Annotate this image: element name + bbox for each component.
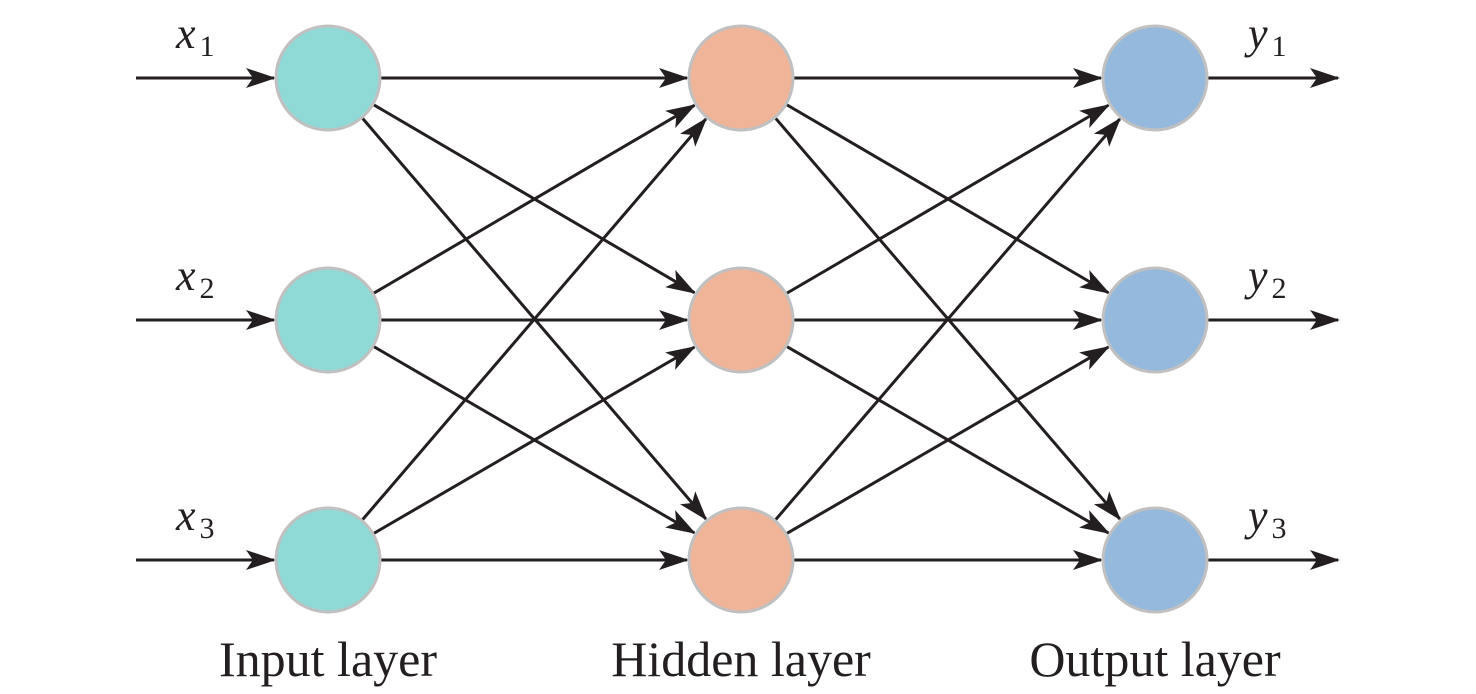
edge-hidden3-output1	[773, 117, 1122, 522]
edge-hidden2-output1	[785, 103, 1111, 296]
hidden-node-1	[687, 24, 795, 132]
connections	[136, 68, 1340, 570]
output-node-3	[1101, 506, 1209, 614]
output-node-2	[1101, 266, 1209, 374]
output-node-1	[1101, 24, 1209, 132]
edge-input3-hidden2	[372, 345, 697, 536]
output-layer-label: Output layer	[1029, 631, 1281, 687]
hidden-node-2	[687, 266, 795, 374]
edge-input3-hidden1	[360, 117, 708, 522]
hidden-layer-label: Hidden layer	[611, 631, 871, 687]
nodes	[274, 24, 1209, 614]
input-layer-label: Input layer	[219, 631, 437, 687]
input-node-1	[274, 24, 382, 132]
input-node-3	[274, 506, 382, 614]
input-node-2	[274, 266, 382, 374]
edge-input2-hidden1	[372, 104, 697, 296]
edge-hidden3-output2	[785, 345, 1111, 536]
hidden-node-3	[687, 506, 795, 614]
